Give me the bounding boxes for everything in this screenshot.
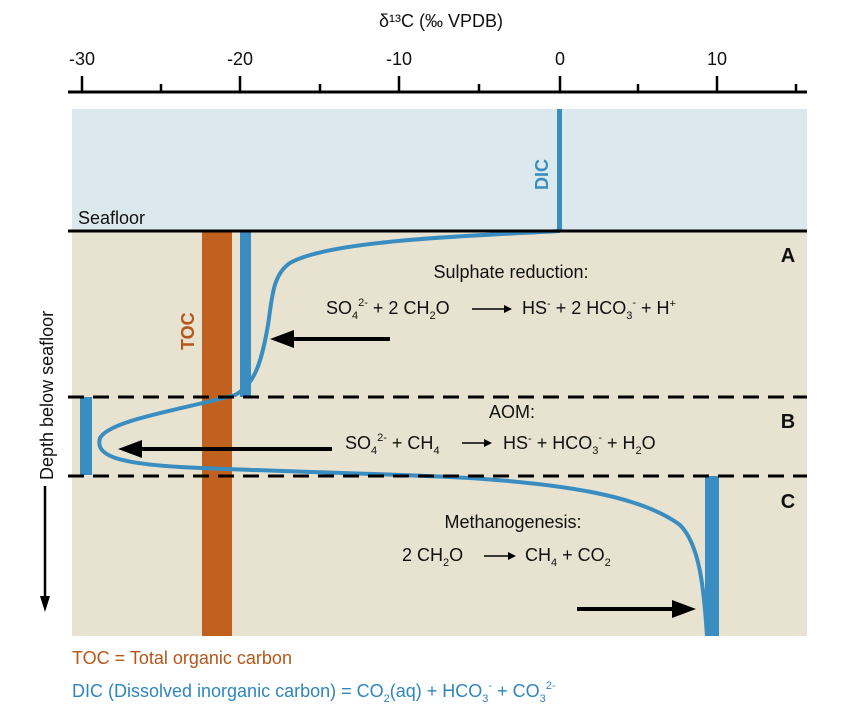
tick-label: -10 [386,49,412,69]
axis-ticks: -30 -20 -10 0 10 [68,49,807,94]
process-title-a: Sulphate reduction: [433,262,588,282]
zone-letter-a: A [781,245,795,267]
shift-arrow-b [118,440,332,458]
equation-a-reactants: SO42- + 2 CH2O [326,297,450,322]
sediment-zone [72,231,807,636]
shift-arrow-a [270,330,390,348]
depth-arrow [40,486,50,612]
equation-c-products: CH4 + CO2 [525,545,611,569]
process-title-c: Methanogenesis: [444,512,581,532]
reaction-arrow-c [484,552,516,560]
process-title-b: AOM: [489,402,535,422]
axis-title: δ¹³C (‰ VPDB) [379,11,503,31]
legend-dic: DIC (Dissolved inorganic carbon) = CO2(a… [72,680,556,705]
tick-label: -30 [69,49,95,69]
zone-letter-b: B [781,411,795,433]
dic-bar-zone-a [240,231,251,397]
dic-bar-label: DIC [532,159,552,190]
equation-b-products: HS- + HCO3- + H2O [503,432,656,457]
toc-bar [202,231,232,636]
equation-b-reactants: SO42- + CH4 [345,432,440,457]
equation-a-products: HS- + 2 HCO3- + H+ [522,297,676,322]
dic-water-line [557,109,562,231]
tick-label: 10 [707,49,727,69]
depth-axis-label: Depth below seafloor [37,311,57,480]
legend-toc: TOC = Total organic carbon [72,648,292,668]
water-column [72,109,807,231]
shift-arrow-c [577,600,696,618]
reaction-arrow-a [472,305,512,313]
tick-label: 0 [555,49,565,69]
dic-bar-zone-b [80,397,92,475]
equation-c-reactants: 2 CH2O [402,545,463,569]
tick-label: -20 [227,49,253,69]
dic-profile-curve [97,229,709,637]
toc-bar-label: TOC [178,312,198,350]
reaction-arrow-b [462,439,492,447]
zone-letter-c: C [781,491,795,513]
dic-bar-zone-c [705,476,719,636]
seafloor-label: Seafloor [78,208,145,228]
